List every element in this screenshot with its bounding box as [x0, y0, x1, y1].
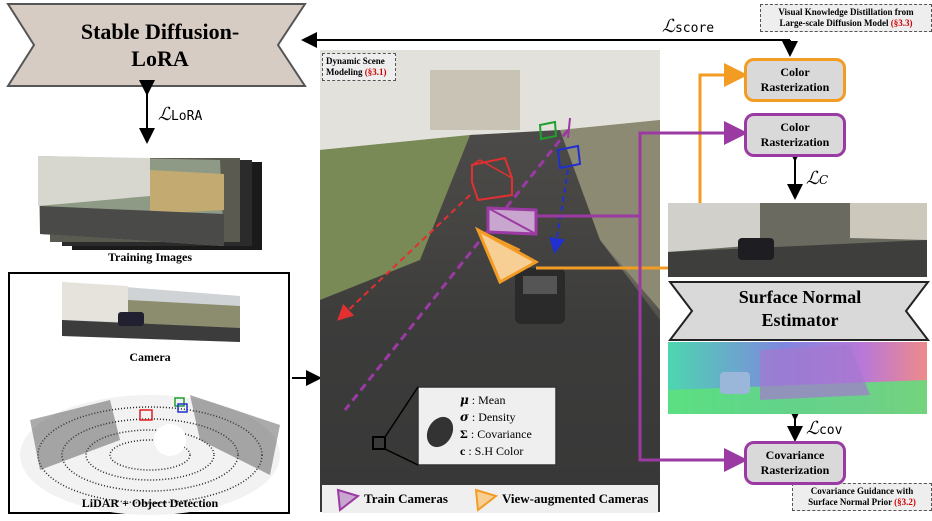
normal-estimator-block	[667, 281, 931, 341]
purple-route-cov	[638, 216, 748, 472]
camera-image	[62, 282, 240, 342]
dynamic-scene-note: Dynamic Scene Modeling (§3.1)	[322, 53, 396, 81]
stable-diffusion-title: Stable Diffusion- LoRA	[40, 18, 280, 72]
loss-cov-label: ℒcov	[806, 418, 843, 439]
training-images-label: Training Images	[107, 250, 193, 264]
loss-score-label: ℒscore	[662, 16, 715, 37]
camera-label: Camera	[129, 350, 171, 364]
legend-density: σ : Density	[460, 410, 516, 424]
covariance-note: Covariance Guidance with Surface Normal …	[792, 483, 932, 511]
normal-map-image	[668, 342, 927, 414]
stable-diffusion-line1: Stable Diffusion-	[80, 19, 240, 44]
gaussian-legend: μ : Mean σ : Density Σ : Covariance c : …	[460, 392, 532, 460]
stable-diffusion-line2: LoRA	[131, 46, 189, 71]
stable-diffusion-block	[6, 3, 307, 87]
lidar-label: LiDAR + Object Detection	[81, 496, 219, 510]
legend-covariance: Σ : Covariance	[460, 427, 532, 441]
blue-trajectory	[549, 169, 569, 254]
legend-color: c : S.H Color	[460, 444, 524, 458]
scene-bounding-boxes	[471, 117, 582, 202]
augmented-cameras-legend: View-augmented Cameras	[502, 491, 649, 506]
train-camera-legend-icon	[336, 488, 361, 512]
purple-trajectory	[343, 129, 570, 411]
orange-route	[536, 63, 748, 270]
point-cloud-scene	[320, 50, 660, 512]
train-cameras-legend: Train Cameras	[364, 491, 448, 506]
gaussian-ellipsoid	[426, 416, 454, 448]
distill-note: Visual Knowledge Distillation from Large…	[760, 4, 932, 32]
lidar-image	[20, 395, 280, 515]
augmented-camera-legend-icon	[474, 488, 499, 512]
augmented-camera	[474, 226, 540, 285]
training-images-stack	[38, 156, 262, 250]
loss-lora-label: ℒLoRA	[158, 104, 203, 125]
loss-c-label: ℒC	[806, 168, 829, 189]
gaussian-marker	[372, 436, 386, 450]
legend-mean: μ : Mean	[460, 393, 506, 407]
rendered-image	[668, 203, 927, 277]
purple-route-color	[536, 121, 748, 218]
